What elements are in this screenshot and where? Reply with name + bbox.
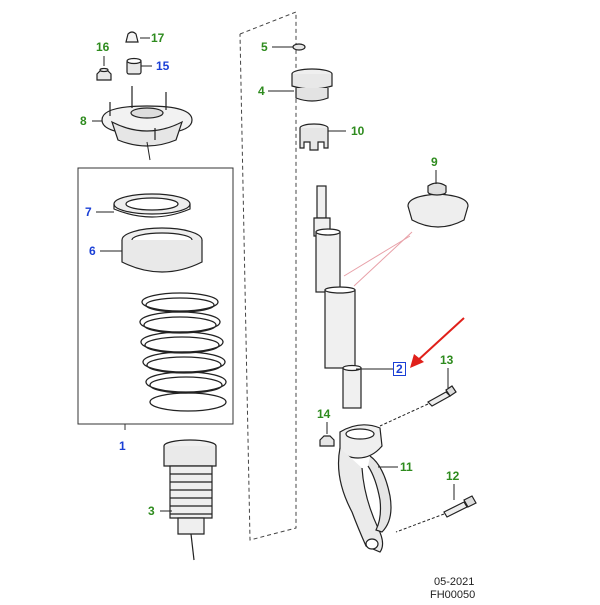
bolt-part-12 bbox=[443, 495, 477, 518]
bolt-part-13 bbox=[427, 385, 457, 407]
callout-16: 16 bbox=[96, 40, 110, 54]
red-arrow bbox=[410, 317, 465, 368]
mount-part-9 bbox=[407, 182, 469, 228]
callout-6: 6 bbox=[89, 244, 96, 258]
spring-group-box bbox=[77, 167, 234, 425]
nut-part-16 bbox=[96, 67, 112, 81]
callout-3: 3 bbox=[148, 504, 155, 518]
callout-13: 13 bbox=[440, 353, 454, 367]
footer-date: 05-2021 bbox=[434, 576, 475, 588]
nut-part-15 bbox=[126, 57, 142, 75]
callout-15: 15 bbox=[156, 59, 170, 73]
top-mount-part-8 bbox=[101, 86, 193, 147]
callout-2: 2 bbox=[393, 362, 406, 376]
nut-part-5 bbox=[292, 43, 306, 51]
dust-boot-part-3 bbox=[163, 439, 217, 561]
damper-part-2 bbox=[313, 185, 362, 409]
coil-spring bbox=[139, 292, 227, 412]
spring-seat-part-7 bbox=[113, 193, 191, 218]
callout-4: 4 bbox=[258, 84, 265, 98]
callout-8: 8 bbox=[80, 114, 87, 128]
callout-10: 10 bbox=[351, 124, 365, 138]
nut-part-14 bbox=[319, 435, 335, 447]
bracket-part-10 bbox=[299, 123, 329, 151]
callout-14: 14 bbox=[317, 407, 331, 421]
damper-assembly-outline bbox=[239, 11, 297, 541]
bump-stop-part-4 bbox=[291, 68, 333, 102]
callout-1: 1 bbox=[119, 439, 126, 453]
callout-12: 12 bbox=[446, 469, 460, 483]
callout-7: 7 bbox=[85, 205, 92, 219]
callout-9: 9 bbox=[431, 155, 438, 169]
callout-11: 11 bbox=[400, 460, 413, 474]
callout-17: 17 bbox=[151, 31, 165, 45]
isolator-part-6 bbox=[121, 227, 203, 273]
knuckle-part-11 bbox=[337, 424, 392, 553]
cap-part-17 bbox=[125, 31, 139, 43]
callout-5: 5 bbox=[261, 40, 268, 54]
footer-code: FH00050 bbox=[430, 589, 476, 601]
